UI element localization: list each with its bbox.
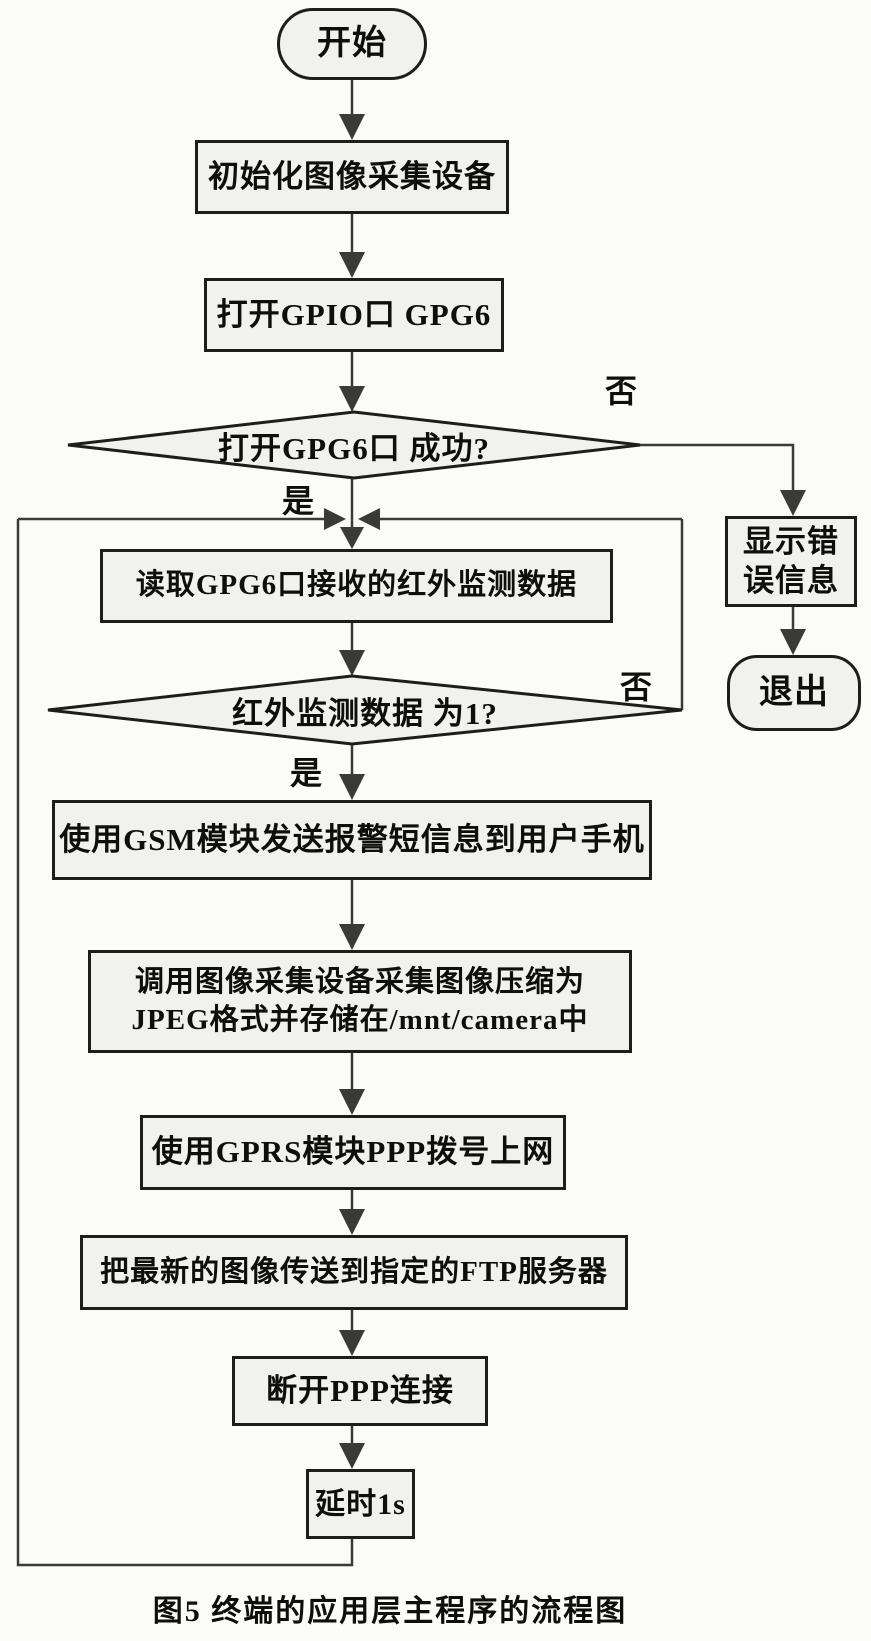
arrow-error-to-exit — [780, 607, 806, 655]
arrow-read-to-decision2 — [339, 623, 365, 676]
label-no-data-check: 否 — [620, 669, 653, 705]
arrow-start-to-init — [339, 80, 365, 140]
error-line-2: 误信息 — [743, 562, 839, 598]
error-line-1: 显示错 — [743, 523, 839, 559]
capture-line-2: JPEG格式并存储在/mnt/camera中 — [131, 1003, 589, 1036]
process-init-capture-device: 初始化图像采集设备 — [195, 140, 509, 214]
arrow-decision2-to-sms — [339, 744, 365, 800]
arrow-disconnect-to-delay — [339, 1426, 365, 1469]
label-no-open-check: 否 — [605, 373, 638, 409]
arrow-ftp-to-disconnect — [339, 1310, 365, 1356]
merge-junction-left — [18, 508, 346, 530]
exit-terminator: 退出 — [727, 655, 861, 731]
arrow-dialup-to-ftp — [339, 1190, 365, 1235]
capture-line-1: 调用图像采集设备采集图像压缩为 — [134, 965, 585, 998]
process-send-gsm-alarm-sms: 使用GSM模块发送报警短信息到用户手机 — [52, 800, 652, 880]
arrow-sms-to-capture — [339, 880, 365, 950]
start-terminator: 开始 — [277, 8, 427, 80]
decision-ir-data-shape — [47, 674, 683, 746]
process-send-image-ftp: 把最新的图像传送到指定的FTP服务器 — [80, 1235, 628, 1310]
process-delay-1s: 延时1s — [306, 1469, 415, 1539]
label-yes-open-check: 是 — [282, 483, 315, 519]
arrow-yes-to-junction — [340, 478, 364, 549]
decision-open-gpg6-shape — [67, 410, 641, 480]
process-capture-compress-jpeg: 调用图像采集设备采集图像压缩为 JPEG格式并存储在/mnt/camera中 — [88, 950, 632, 1053]
label-yes-data-check: 是 — [290, 755, 323, 791]
arrow-init-to-open-gpio — [339, 214, 365, 278]
figure-caption: 图5 终端的应用层主程序的流程图 — [152, 1595, 628, 1628]
arrow-capture-to-dialup — [339, 1053, 365, 1115]
process-show-error: 显示错 误信息 — [725, 516, 857, 607]
arrow-open-gpio-to-decision — [339, 352, 365, 412]
loop-outer-return — [16, 519, 354, 1567]
process-disconnect-ppp: 断开PPP连接 — [232, 1356, 488, 1426]
process-read-ir-data: 读取GPG6口接收的红外监测数据 — [100, 549, 613, 623]
process-gprs-ppp-dialup: 使用GPRS模块PPP拨号上网 — [140, 1115, 566, 1190]
merge-junction-right — [358, 508, 682, 530]
process-open-gpio-port: 打开GPIO口 GPG6 — [204, 278, 504, 352]
decision-ir-data-label: 红外监测数据 为1? — [232, 695, 498, 731]
branch-no-to-error — [640, 443, 806, 516]
decision-open-gpg6-label: 打开GPG6口 成功? — [218, 430, 490, 466]
